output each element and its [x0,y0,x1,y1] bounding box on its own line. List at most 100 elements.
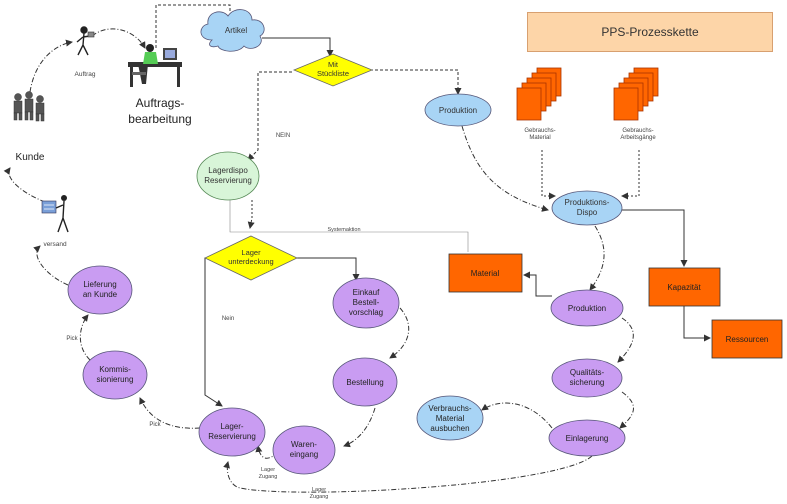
edge-kommission-lieferung [79,314,91,361]
label-auftragsbearbeitung-1: Auftrags- [136,96,185,110]
label-kunde: Kunde [16,152,45,163]
label-lager-zugang-1b: Zugang [259,474,278,480]
edge-qualitaet-einlagerung [619,391,634,429]
desk-worker-icon [128,44,182,87]
node-einlagerung-label: Einlagerung [566,434,609,443]
node-einlagerung[interactable]: Einlagerung [548,419,626,457]
node-lieferung-label-1: Lieferung [83,280,116,289]
edge-produktion-material [523,271,552,297]
stack-gebrauchsmaterial-icon [516,67,562,121]
label-lager-zugang-1a: Lager [261,467,275,473]
edge-artikel-stueckliste [262,37,334,57]
node-bestellung[interactable]: Bestellung [332,357,398,407]
node-wareneingang-label-1: Waren- [291,440,317,449]
edge-auftrag-artikel [155,4,231,48]
node-lagerdispo[interactable]: Lagerdispo Reservierung [196,151,260,201]
edge-lieferung-versand [33,245,69,286]
edge-unterdeckung-einkauf [296,257,360,281]
node-lieferung-label-2: an Kunde [83,290,118,299]
node-produktion[interactable]: Produktion [550,289,624,327]
edge-stack2-dispo [621,150,640,200]
node-produktion-top-label: Produktion [439,106,477,115]
node-lagerdispo-label-2: Reservierung [204,176,252,185]
node-ressourcen-label: Ressourcen [726,335,769,344]
node-lager-reservierung[interactable]: Lager- Reservierung [198,407,266,457]
edge-material-lagerdispo [229,196,469,252]
label-nein-left: Nein [222,316,234,322]
edge-bestellung-wareneingang [343,407,376,448]
node-einkauf-label-2: Bestell- [353,298,380,307]
node-qualitaet-label-2: sicherung [570,378,605,387]
edge-stueckliste-lagerdispo [247,71,292,161]
node-kommissionierung[interactable]: Kommis- sionierung [82,350,148,400]
label-versand: versand [43,241,67,248]
edge-dispo-kapazitaet [622,209,688,267]
node-lager-reservierung-label-1: Lager- [220,422,243,431]
node-ressourcen[interactable]: Ressourcen [711,319,783,359]
node-verbrauchsmaterial[interactable]: Verbrauchs- Material ausbuchen [416,395,484,441]
node-lieferung[interactable]: Lieferung an Kunde [67,265,133,315]
label-stack2-2: Arbeitsgänge [620,135,656,141]
node-produktions-dispo-label-1: Produktions- [565,198,610,207]
shipping-person-icon [41,195,69,233]
edge-einlagerung-verbrauch [481,402,553,429]
node-einkauf-label-3: vorschlag [349,308,383,317]
label-nein-top: NEIN [276,133,290,139]
label-auftrag: Auftrag [75,71,96,78]
node-bestellung-label: Bestellung [346,378,383,387]
edge-labels: NEIN Nein Systemaktion Pick Pick Lager Z… [43,71,656,500]
edge-unterdeckung-lagerres [204,257,223,407]
edge-produktion-qualitaet [617,317,634,363]
node-wareneingang[interactable]: Waren- eingang [272,425,336,475]
label-stack2-1: Gebrauchs- [622,128,653,134]
edge-stack1-dispo [541,150,556,200]
node-artikel[interactable]: Artikel [200,9,265,52]
node-produktions-dispo[interactable]: Produktions- Dispo [551,190,623,226]
edge-dispo-produktion [589,225,605,291]
node-lager-unterdeckung-label-2: unterdeckung [228,257,273,266]
edge-produktion-dispo [461,125,549,212]
node-verbrauchs-label-2: Material [436,414,465,423]
node-mit-stueckliste[interactable]: Mit Stückliste [292,53,374,87]
diagram-title: PPS-Prozesskette [527,12,773,52]
edge-kunde-auftrag [29,39,73,93]
connectors [3,4,711,493]
node-kapazitaet-label: Kapazität [667,283,701,292]
node-kapazitaet[interactable]: Kapazität [648,267,721,307]
label-systemaktion: Systemaktion [327,227,360,233]
node-artikel-label: Artikel [225,26,247,35]
edge-versand-kunde [3,167,46,203]
edge-lagerdispo-unterdeckung [247,200,255,229]
node-mit-stueckliste-label-2: Stückliste [317,69,349,78]
node-verbrauchs-label-1: Verbrauchs- [428,404,471,413]
edge-kapazitaet-ressourcen [683,294,711,342]
edge-einlagerung-lagerres [223,455,593,493]
node-lager-unterdeckung-label-1: Lager [241,248,261,257]
node-lagerdispo-label-1: Lagerdispo [208,166,248,175]
label-stack1-2: Material [529,135,550,141]
label-auftragsbearbeitung-2: bearbeitung [128,112,191,126]
node-qualitaetssicherung[interactable]: Qualitäts- sicherung [551,358,623,398]
node-einkauf-label-1: Einkauf [353,288,380,297]
node-produktion-top[interactable]: Produktion [424,93,492,127]
label-lager-zugang-2a: Lager [312,487,326,493]
node-einkauf[interactable]: Einkauf Bestell- vorschlag [332,277,400,329]
node-kommissionierung-label-2: sionierung [97,375,134,384]
edge-einkauf-bestellung [389,307,410,359]
node-material[interactable]: Material [448,253,523,293]
label-pick-2: Pick [149,422,161,428]
node-lager-reservierung-label-2: Reservierung [208,432,256,441]
node-verbrauchs-label-3: ausbuchen [430,424,469,433]
customer-group-icon [13,91,45,122]
node-produktion-label: Produktion [568,304,606,313]
order-person-icon [76,26,95,56]
node-produktions-dispo-label-2: Dispo [577,208,598,217]
node-kommissionierung-label-1: Kommis- [99,365,131,374]
node-lager-unterdeckung[interactable]: Lager unterdeckung [204,235,298,281]
label-stack1-1: Gebrauchs- [524,128,555,134]
node-mit-stueckliste-label-1: Mit [328,60,339,69]
edge-stueckliste-produktion [370,69,462,95]
edge-auftrag-bearbeitung [91,28,146,49]
